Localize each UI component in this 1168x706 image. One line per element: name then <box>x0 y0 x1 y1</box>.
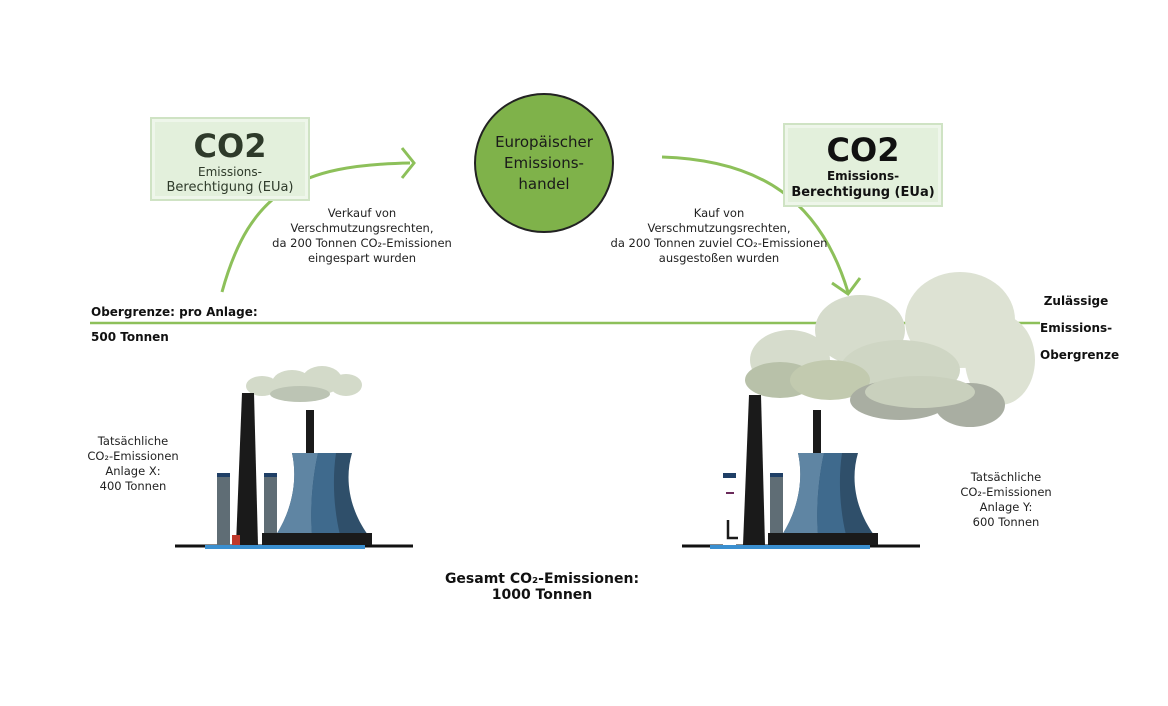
certificate-title: CO2 <box>826 131 900 169</box>
certificate-subtitle-line2: Berechtigung (EUa) <box>166 180 294 195</box>
plant-x-label-line: 400 Tonnen <box>99 479 167 493</box>
cap-label-right: Zulässige Emissions- Obergrenze <box>1040 288 1120 369</box>
plant-x-emissions-label: Tatsächliche CO₂-Emissionen Anlage X: 40… <box>78 434 188 494</box>
purchase-note-line: Kauf von <box>693 206 745 220</box>
sale-arrow-head <box>400 147 416 179</box>
cap-label-left-line1: Obergrenze: pro Anlage: <box>91 305 258 319</box>
emissions-trading-circle: Europäischer Emissions- handel <box>474 93 614 233</box>
power-plant-y <box>682 272 1035 549</box>
purchase-note-line: ausgestoßen wurden <box>658 251 780 265</box>
certificate-subtitle-line1: Emissions- <box>826 169 900 183</box>
certificate-subtitle-line1: Emissions- <box>198 165 262 179</box>
plant-y-label-line: Anlage Y: <box>979 500 1033 514</box>
emission-certificate-right: CO2 Emissions- Berechtigung (EUa) <box>783 123 943 207</box>
sale-note-line: Verschmutzungsrechten, <box>290 221 434 235</box>
plant-y-label-line: Tatsächliche <box>970 470 1042 484</box>
plant-y-emissions-label: Tatsächliche CO₂-Emissionen Anlage Y: 60… <box>951 470 1061 530</box>
emission-certificate-left: CO2 Emissions- Berechtigung (EUa) <box>150 117 310 201</box>
sale-note-line: da 200 Tonnen CO₂-Emissionen <box>272 236 452 250</box>
cap-label-right-line: Emissions- <box>1040 321 1113 335</box>
plant-y-label-line: 600 Tonnen <box>972 515 1040 529</box>
market-label-line1: Europäischer <box>495 132 593 151</box>
certificate-title: CO2 <box>193 127 267 165</box>
purchase-note-line: da 200 Tonnen zuviel CO₂-Emissionen <box>610 236 828 250</box>
cap-label-right-line: Obergrenze <box>1040 348 1120 362</box>
smoke-cloud-y <box>745 272 1035 427</box>
sale-note-line: Verkauf von <box>327 206 397 220</box>
cap-label-right-line: Zulässige <box>1043 294 1109 308</box>
sale-note: Verkauf von Verschmutzungsrechten, da 20… <box>262 206 462 266</box>
plant-x-label-line: CO₂-Emissionen <box>87 449 179 463</box>
smoke-cloud-x <box>246 366 362 402</box>
market-label-line2: Emissions- <box>504 153 584 172</box>
purchase-arrow <box>661 155 850 293</box>
cap-label-left-line2: 500 Tonnen <box>91 330 169 344</box>
plant-x-label-line: Tatsächliche <box>97 434 169 448</box>
plant-y-label-line: CO₂-Emissionen <box>960 485 1052 499</box>
purchase-note-line: Verschmutzungsrechten, <box>647 221 791 235</box>
certificate-subtitle-line2: Berechtigung (EUa) <box>791 185 935 200</box>
total-emissions-line2: 1000 Tonnen <box>491 587 593 603</box>
power-plant-x <box>175 366 413 549</box>
sale-note-line: eingespart wurden <box>307 251 417 265</box>
total-emissions-line1: Gesamt CO₂-Emissionen: <box>444 571 640 587</box>
purchase-note: Kauf von Verschmutzungsrechten, da 200 T… <box>606 206 832 266</box>
plant-x-label-line: Anlage X: <box>105 464 161 478</box>
market-label-line3: handel <box>518 174 570 193</box>
purchase-arrow-head <box>831 277 862 297</box>
total-emissions: Gesamt CO₂-Emissionen: 1000 Tonnen <box>420 571 664 603</box>
